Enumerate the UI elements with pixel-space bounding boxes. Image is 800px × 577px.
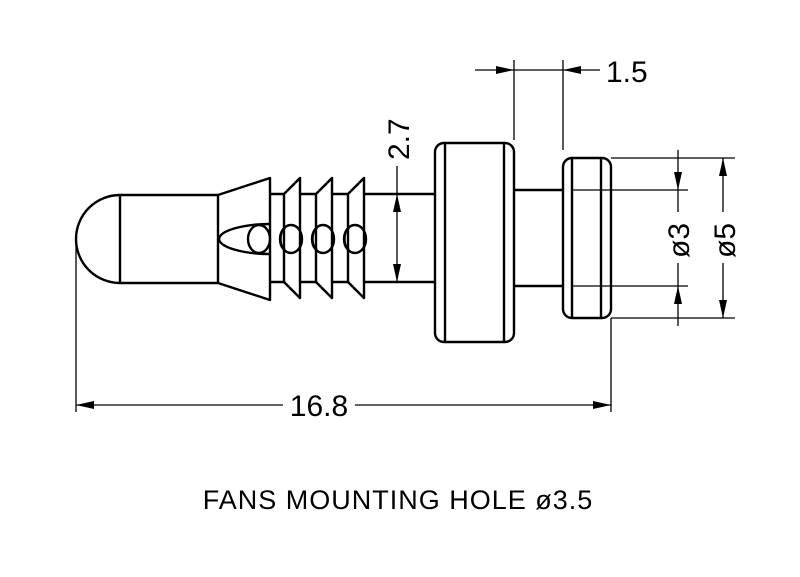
main-collar-inner-lines (443, 143, 506, 342)
tip-body (118, 193, 218, 285)
dimension-inner-diameter: ø3 (572, 150, 696, 326)
barb-cone (216, 176, 272, 302)
dim-label-outer-diameter: ø5 (709, 223, 742, 258)
head-collar-inner-lines (570, 158, 603, 318)
rib-2 (314, 176, 334, 300)
dim-label-collar-gap: 1.5 (606, 56, 648, 89)
main-collar (433, 141, 516, 344)
shaft-outline (270, 192, 436, 284)
slot-hole-4-back (343, 227, 350, 251)
dimension-shaft-diameter: 2.7 (383, 118, 416, 282)
slot-hole-2-back (279, 227, 286, 251)
slot-ellipse (217, 222, 271, 256)
rib-1 (282, 176, 302, 300)
dim-label-inner-diameter: ø3 (663, 223, 696, 258)
fan-rivet-part (74, 141, 613, 344)
head-collar (561, 156, 613, 320)
dimension-collar-gap: 1.5 (475, 56, 648, 150)
dim-label-overall-length: 16.8 (290, 390, 348, 423)
rib-3 (346, 176, 366, 300)
dimension-outer-diameter: ø5 (611, 157, 742, 319)
dimension-overall-length: 16.8 (75, 239, 612, 423)
neck (514, 188, 563, 288)
slot-hole-3-back (311, 227, 318, 251)
rounded-tip (74, 193, 121, 285)
drawing-title: FANS MOUNTING HOLE ø3.5 (203, 485, 594, 515)
slot-hole-1 (246, 223, 272, 255)
dim-label-shaft-diameter: 2.7 (383, 118, 416, 160)
